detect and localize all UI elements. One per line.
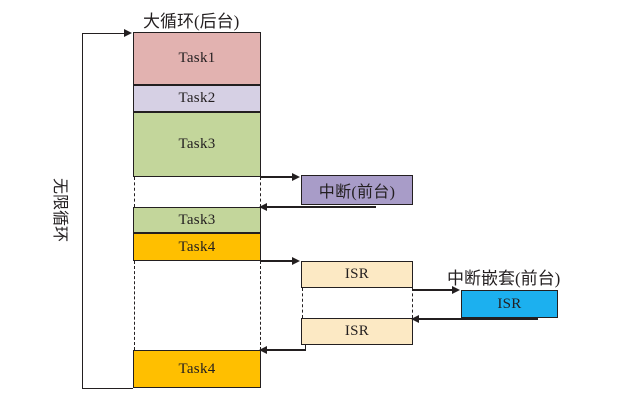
isr-gap-right-dash [412,288,414,318]
connector-isr-return-riser [304,345,306,350]
preempt-gap2-left-dash [133,261,135,350]
connector-task3-to-interrupt [261,176,293,178]
isr-box-top: ISR [301,261,413,288]
loop-label: 无限循环 [51,178,68,243]
task-block-task1: Task1 [133,32,261,85]
caption-nested-interrupt: 中断嵌套(前台) [447,269,561,288]
connector-isr-to-nested-arrow-icon [452,285,460,294]
connector-nested-return-arrow-icon [411,314,419,323]
preempt-gap2-right-dash [260,261,262,350]
caption-background-loop: 大循环(后台) [143,12,240,31]
task-block-task3-first: Task3 [133,112,261,177]
connector-task4-to-isr-arrow-icon [292,256,300,265]
task-block-task3-resume: Task3 [133,207,261,233]
connector-nested-return [418,318,538,320]
connector-task3-to-interrupt-arrow-icon [292,172,300,181]
preempt-gap1-right-dash [260,177,262,207]
loop-bracket-top [82,33,125,35]
connector-task4-to-isr [261,260,293,262]
loop-bracket-bottom [82,387,133,389]
task-block-task2: Task2 [133,85,261,112]
loop-bracket-vertical [82,33,84,389]
task-block-task4-resume: Task4 [133,350,261,388]
connector-isr-to-nested [413,289,453,291]
isr-gap-left-dash [301,288,303,318]
connector-isr-return-to-task4 [266,349,306,351]
task-block-task4-first: Task4 [133,233,261,261]
isr-box-bottom: ISR [301,318,413,345]
loop-arrow-icon [124,28,132,37]
interrupt-box: 中断(前台) [301,175,413,205]
isr-box-nested: ISR [461,290,558,318]
connector-interrupt-return-arrow-icon [259,202,267,211]
preempt-gap1-left-dash [133,177,135,207]
connector-isr-return-arrow-icon [259,345,267,354]
connector-interrupt-return [266,206,376,208]
